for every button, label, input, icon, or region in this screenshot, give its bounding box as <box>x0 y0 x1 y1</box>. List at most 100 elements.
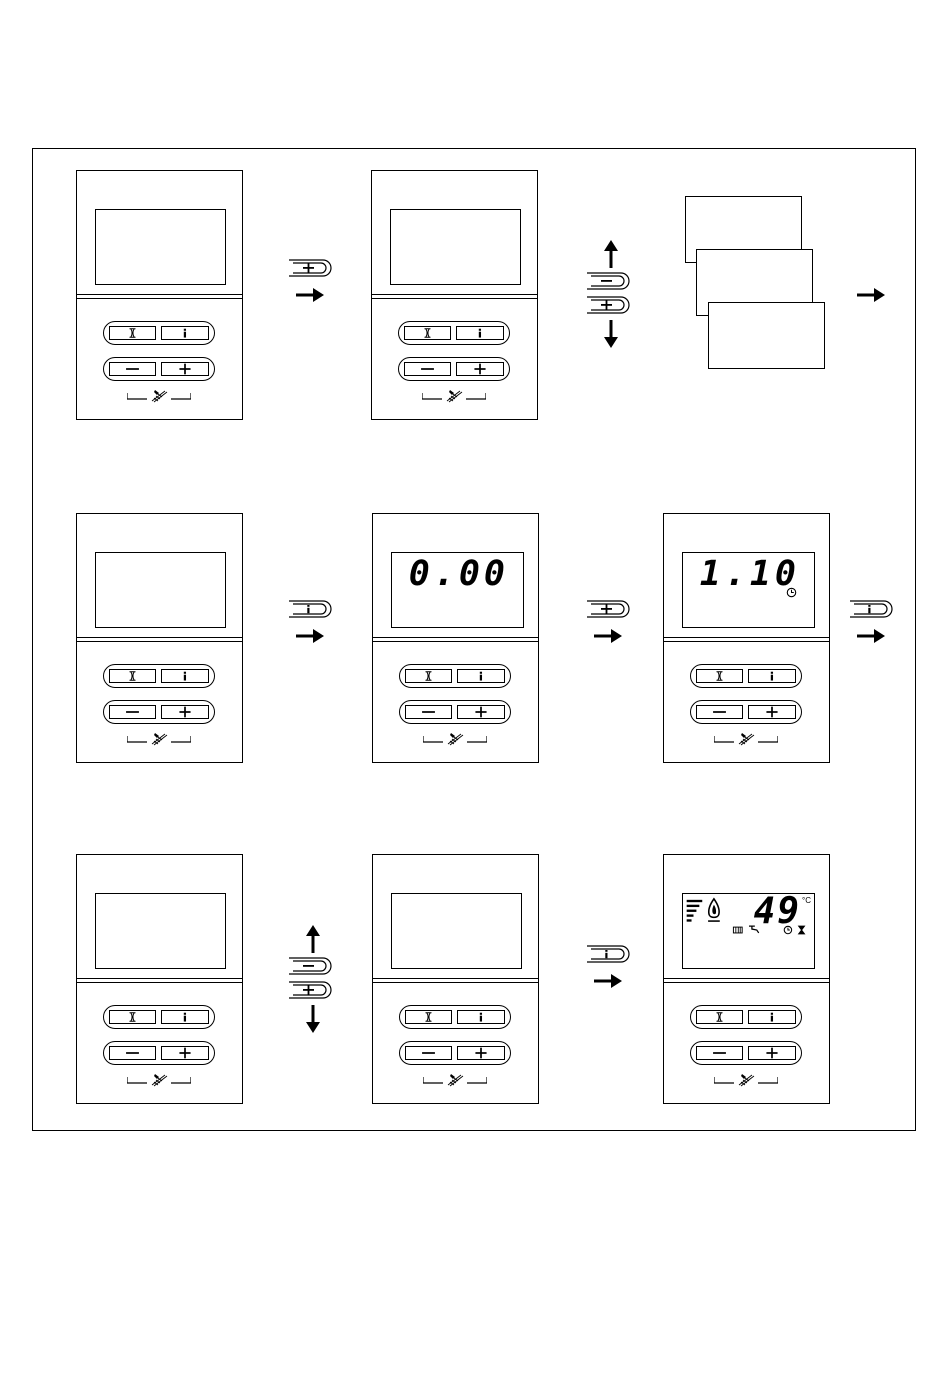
panel-divider <box>373 641 538 642</box>
key-group-bottom <box>690 1041 802 1065</box>
key-group-bottom <box>398 357 510 381</box>
info-key[interactable] <box>161 326 209 340</box>
plus-key[interactable] <box>456 362 504 376</box>
flame-key-icon <box>406 670 451 682</box>
minus-icon <box>110 1047 155 1059</box>
transition-t6-button-icon <box>850 600 894 618</box>
flame-key[interactable] <box>405 669 452 683</box>
transition-t2-minus-button-icon <box>587 272 631 290</box>
flame-key-icon <box>110 1011 155 1023</box>
panel-divider <box>77 978 242 979</box>
control-panel-r2c3: 1.10 <box>663 513 830 763</box>
info-key[interactable] <box>161 1010 209 1024</box>
flame-key-icon <box>697 1011 742 1023</box>
panel-divider <box>77 298 242 299</box>
chimney-sweep-icon <box>423 1073 487 1087</box>
control-panel-r1c2 <box>371 170 538 420</box>
minus-key[interactable] <box>109 705 156 719</box>
transition-t4-button-icon <box>289 600 333 618</box>
plus-icon <box>162 1047 208 1059</box>
plus-key[interactable] <box>748 1046 796 1060</box>
key-group-top <box>103 321 215 345</box>
flame-key[interactable] <box>696 669 743 683</box>
info-icon <box>162 670 208 682</box>
key-group-bottom <box>103 700 215 724</box>
info-key[interactable] <box>748 1010 796 1024</box>
lcd-screen <box>95 552 226 628</box>
info-icon <box>162 1011 208 1023</box>
info-icon <box>458 1011 504 1023</box>
key-group-bottom <box>399 700 511 724</box>
lcd-screen <box>391 893 522 969</box>
flame-key-icon <box>697 670 742 682</box>
burner-flame-icon <box>708 899 720 922</box>
temperature-readout: 49 <box>754 891 801 932</box>
plus-key[interactable] <box>161 705 209 719</box>
flame-key-icon <box>405 327 450 339</box>
transition-t5-button-icon <box>587 600 631 618</box>
right-arrow-icon <box>857 627 885 645</box>
panel-divider <box>77 637 242 638</box>
info-key[interactable] <box>457 1010 505 1024</box>
panel-divider <box>373 978 538 979</box>
plus-key[interactable] <box>457 705 505 719</box>
flame-key-icon <box>406 1011 451 1023</box>
right-arrow-icon <box>857 286 885 304</box>
right-arrow-icon <box>296 286 324 304</box>
panel-divider <box>77 982 242 983</box>
minus-key[interactable] <box>696 705 743 719</box>
panel-divider <box>372 294 537 295</box>
info-key[interactable] <box>748 669 796 683</box>
minus-key[interactable] <box>109 1046 156 1060</box>
control-panel-r3c1 <box>76 854 243 1104</box>
right-arrow-icon <box>594 972 622 990</box>
screen-stack-front <box>708 302 825 369</box>
control-panel-r1c1 <box>76 170 243 420</box>
plus-key[interactable] <box>748 705 796 719</box>
lcd-screen <box>95 209 226 285</box>
flame-key[interactable] <box>109 669 156 683</box>
panel-divider <box>373 982 538 983</box>
info-key[interactable] <box>457 669 505 683</box>
lcd-screen: 0.00 <box>391 552 524 628</box>
plus-key[interactable] <box>457 1046 505 1060</box>
key-group-top <box>103 664 215 688</box>
key-group-top <box>103 1005 215 1029</box>
flame-key[interactable] <box>109 326 156 340</box>
plus-icon <box>457 363 503 375</box>
key-group-bottom <box>103 1041 215 1065</box>
key-group-bottom <box>399 1041 511 1065</box>
info-icon <box>749 670 795 682</box>
plus-key[interactable] <box>161 362 209 376</box>
flame-key[interactable] <box>405 1010 452 1024</box>
transition-t1-button-icon <box>289 259 333 277</box>
minus-icon <box>697 1047 742 1059</box>
flame-key-icon <box>110 327 155 339</box>
info-icon <box>458 670 504 682</box>
lcd-readout: 1.10 <box>700 554 800 594</box>
minus-key[interactable] <box>405 1046 452 1060</box>
plus-icon <box>458 1047 504 1059</box>
control-panel-r2c2: 0.00 <box>372 513 539 763</box>
up-arrow-icon <box>305 925 321 953</box>
info-key[interactable] <box>456 326 504 340</box>
down-arrow-icon <box>305 1005 321 1033</box>
info-key[interactable] <box>161 669 209 683</box>
minus-key[interactable] <box>405 705 452 719</box>
flame-key[interactable] <box>404 326 451 340</box>
right-arrow-icon <box>296 627 324 645</box>
minus-icon <box>110 706 155 718</box>
flame-key[interactable] <box>696 1010 743 1024</box>
transition-t8-button-icon <box>587 945 631 963</box>
chimney-sweep-icon <box>127 732 191 746</box>
plus-icon <box>162 706 208 718</box>
minus-key[interactable] <box>109 362 156 376</box>
plus-icon <box>162 363 208 375</box>
plus-key[interactable] <box>161 1046 209 1060</box>
minus-key[interactable] <box>696 1046 743 1060</box>
key-group-top <box>690 664 802 688</box>
flame-key[interactable] <box>109 1010 156 1024</box>
chimney-sweep-icon <box>127 389 191 403</box>
lcd-readout: 0.00 <box>409 554 509 594</box>
minus-key[interactable] <box>404 362 451 376</box>
